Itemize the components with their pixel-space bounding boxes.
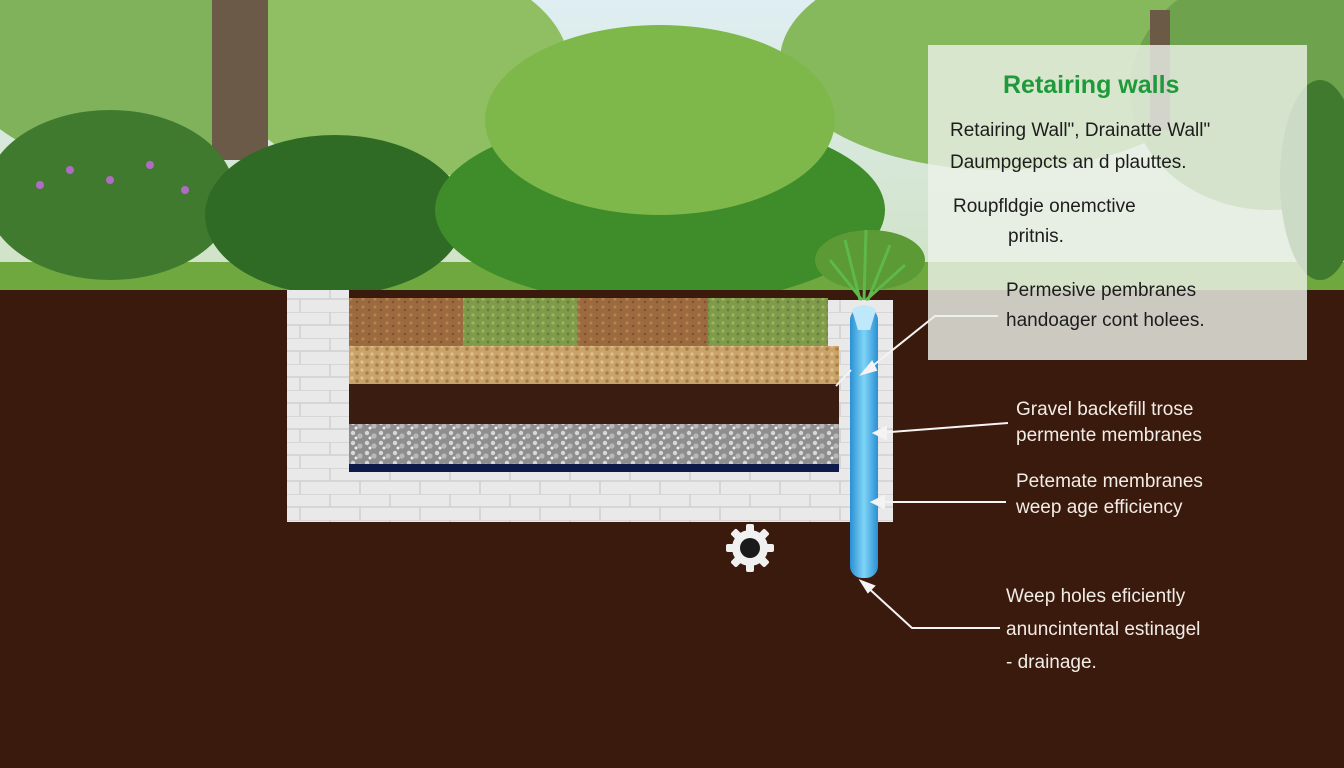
drain-pipe	[850, 308, 878, 578]
shrubs	[0, 25, 1344, 305]
drain-pipe-top	[852, 305, 876, 330]
turf-patch	[463, 298, 578, 346]
gear-icon	[726, 524, 774, 572]
callout-4-line-3: - drainage.	[1006, 652, 1097, 673]
panel-line-4: pritnis.	[1008, 226, 1064, 247]
wall-footing	[287, 470, 893, 522]
flowers	[36, 161, 189, 194]
grass-tuft	[828, 229, 907, 302]
panel-line-2: Daumpgepcts an d plauttes.	[950, 152, 1187, 173]
callout-3-line-2: weep age efficiency	[1016, 497, 1183, 518]
compacted-soil-layer	[349, 384, 839, 424]
info-panel	[928, 45, 1307, 360]
panel-title: Retairing walls	[1003, 71, 1180, 99]
callout-3-line-1: Petemate membranes	[1016, 471, 1203, 492]
callout-4-line-1: Weep holes eficiently	[1006, 586, 1186, 607]
membrane-layer	[349, 464, 839, 472]
panel-line-1: Retairing Wall", Drainatte Wall"	[950, 120, 1211, 141]
callout-2-line-2: permente membranes	[1016, 425, 1202, 446]
sand-layer	[349, 346, 839, 384]
callout-1-line-1: Permesive pembranes	[1006, 280, 1197, 301]
callout-2-line-1: Gravel backefill trose	[1016, 399, 1194, 420]
callout-1-line-2: handoager cont holees.	[1006, 310, 1205, 331]
panel-line-3: Roupfldgie onemctive	[953, 196, 1136, 217]
turf-patch	[708, 298, 828, 346]
gravel-layer	[349, 424, 839, 464]
callout-4-line-2: anuncintental estinagel	[1006, 619, 1201, 640]
